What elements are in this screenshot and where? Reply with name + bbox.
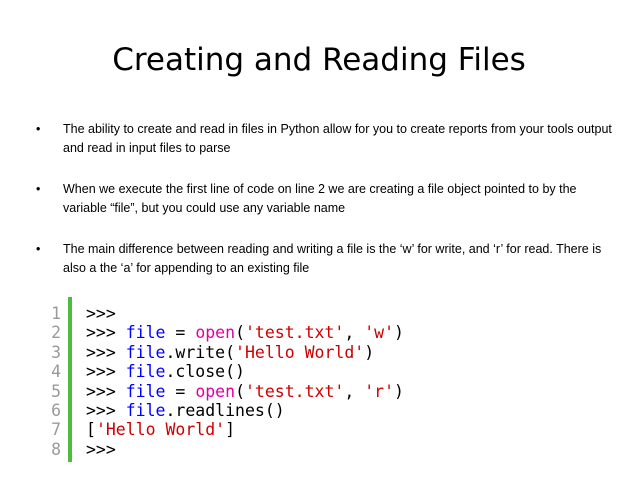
code-token-var: file	[125, 323, 166, 343]
bullet-icon: •	[36, 242, 41, 256]
code-token-str: 'Hello World'	[235, 342, 365, 362]
code-token-prompt: >>>	[86, 400, 126, 420]
code-token-str: 'test.txt'	[245, 323, 345, 343]
line-number: 4	[51, 362, 61, 382]
code-token-meth: .readlines()	[165, 400, 285, 420]
code-token-prompt: >>>	[86, 323, 126, 343]
line-number: 5	[51, 381, 61, 401]
bullet-icon: •	[36, 122, 41, 136]
line-number: 6	[51, 400, 61, 420]
code-token-var: file	[125, 381, 166, 401]
code-token-meth: =	[165, 381, 196, 401]
code-token-prompt: >>>	[86, 381, 126, 401]
code-token-prompt: >>>	[86, 362, 126, 382]
code-token-meth: [	[86, 420, 96, 440]
code-token-var: file	[125, 342, 166, 362]
code-token-str: 'r'	[364, 381, 395, 401]
code-line: >>> file = open('test.txt', 'r')	[86, 382, 404, 401]
code-token-prompt: >>>	[86, 304, 116, 323]
code-token-var: file	[125, 362, 166, 382]
code-token-meth: )	[394, 381, 404, 401]
slide-title: Creating and Reading Files	[112, 42, 526, 78]
code-token-str: 'w'	[364, 323, 395, 343]
code-line: >>> file = open('test.txt', 'w')	[86, 323, 404, 342]
code-line: ['Hello World']	[86, 420, 404, 439]
code-token-fn: open	[195, 323, 236, 343]
code-token-meth: )	[364, 342, 375, 362]
code-line: >>> file.close()	[86, 362, 404, 381]
code-token-meth: .close()	[165, 362, 245, 382]
code-token-meth: )	[394, 323, 404, 343]
code-token-meth: ]	[225, 420, 236, 440]
line-number: 1	[51, 304, 61, 323]
bullet-item: • When we execute the first line of code…	[36, 180, 621, 218]
code-token-fn: open	[195, 381, 236, 401]
bullet-text: When we execute the first line of code o…	[63, 182, 577, 215]
code-token-prompt: >>>	[86, 342, 126, 362]
code-line: >>> file.write('Hello World')	[86, 343, 404, 362]
code-token-meth: ,	[344, 323, 365, 343]
bullet-text: The ability to create and read in files …	[63, 122, 612, 155]
bullet-item: • The ability to create and read in file…	[36, 120, 621, 158]
bullet-list: • The ability to create and read in file…	[36, 120, 621, 300]
bullet-text: The main difference between reading and …	[63, 242, 602, 275]
line-number: 8	[51, 439, 61, 459]
code-line: >>>	[86, 440, 404, 459]
bullet-item: • The main difference between reading an…	[36, 240, 621, 278]
code-token-var: file	[125, 400, 166, 420]
code-line: >>> file.readlines()	[86, 401, 404, 420]
line-number: 7	[51, 420, 61, 440]
code-lines: >>>>>> file = open('test.txt', 'w')>>> f…	[86, 304, 404, 459]
code-token-prompt: >>>	[86, 439, 116, 459]
code-token-str: 'test.txt'	[245, 381, 345, 401]
code-token-meth: (	[235, 323, 245, 343]
bullet-icon: •	[36, 182, 41, 196]
code-token-meth: ,	[344, 381, 365, 401]
code-token-meth: .write(	[165, 342, 236, 362]
code-token-meth: (	[235, 381, 245, 401]
gutter-bar	[68, 297, 72, 462]
line-number: 2	[51, 323, 61, 343]
code-token-meth: =	[165, 323, 196, 343]
code-token-str: 'Hello World'	[95, 420, 226, 440]
line-number: 3	[51, 342, 61, 362]
code-line: >>>	[86, 304, 404, 323]
